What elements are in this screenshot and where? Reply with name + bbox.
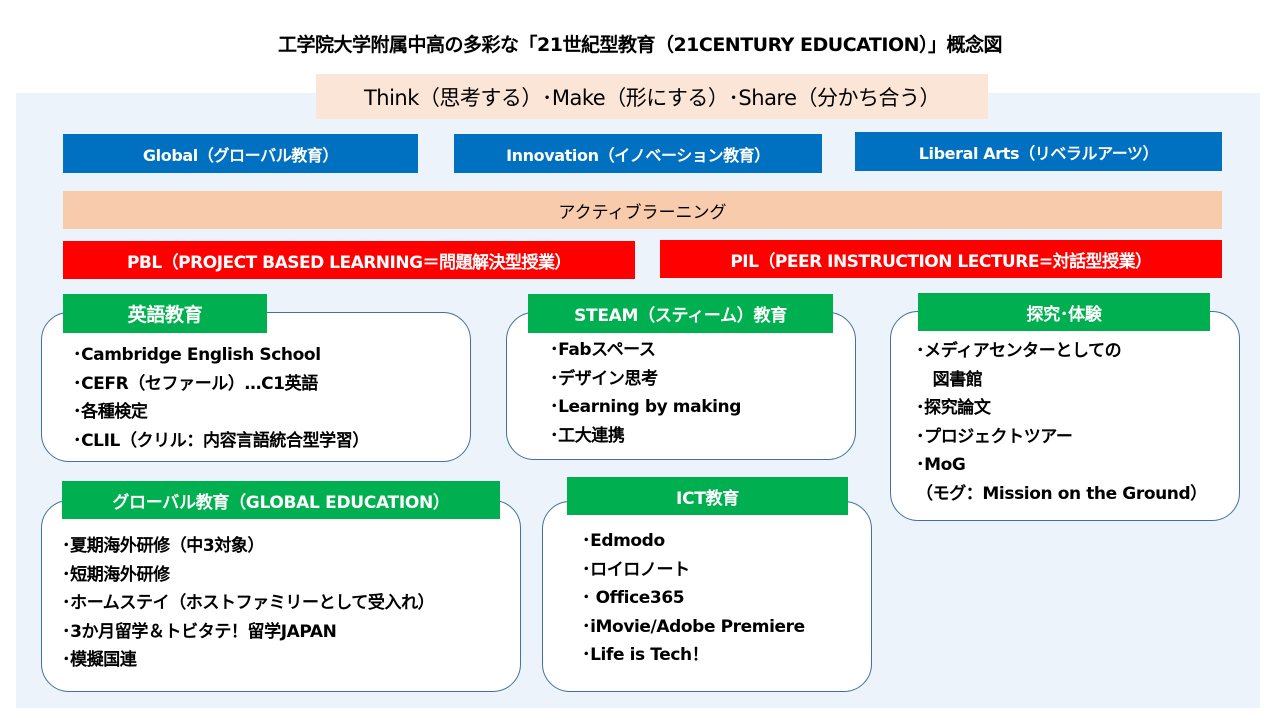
pillar-global: Global（グローバル教育）	[63, 134, 418, 173]
list-item: ･CLIL（クリル：内容言語統合型学習）	[73, 430, 369, 451]
diagram-title: 工学院大学附属中高の多彩な「21世紀型教育（21CENTURY EDUCATIO…	[278, 34, 1003, 56]
list-item: （モグ：Mission on the Ground）	[916, 483, 1207, 504]
list-item: ･MoG	[916, 455, 966, 475]
list-item: ･夏期海外研修（中3対象）	[62, 536, 265, 556]
list-item: ･iMovie/Adobe Premiere	[582, 616, 805, 637]
pillar-innovation: Innovation（イノベーション教育）	[454, 134, 822, 173]
english-card	[41, 312, 471, 462]
pil-box: PIL（PEER INSTRUCTION LECTURE=対話型授業）	[660, 240, 1222, 278]
global-education-list: ･夏期海外研修（中3対象） ･短期海外研修 ･ホームステイ（ホストファミリーとし…	[62, 532, 435, 675]
list-item: ･ロイロノート	[582, 559, 690, 580]
list-item: ･探究論文	[916, 398, 991, 418]
list-item: 図書館	[916, 369, 983, 390]
list-item: ･短期海外研修	[62, 564, 170, 585]
list-item: ･3か月留学＆トビタテ！留学JAPAN	[62, 621, 337, 642]
list-item: ･Cambridge English School	[73, 345, 321, 365]
english-list: ･Cambridge English School ･CEFR（セファール）…C…	[73, 341, 369, 455]
steam-card	[506, 312, 856, 460]
inquiry-list: ･メディアセンターとしての 図書館 ･探究論文 ･プロジェクトツアー ･MoG …	[916, 337, 1207, 508]
tagline-banner: Think（思考する）･Make（形にする）･Share（分かち合う）	[316, 74, 988, 119]
english-tab: 英語教育	[63, 294, 267, 333]
ict-card	[542, 501, 872, 692]
inquiry-card	[890, 311, 1240, 521]
list-item: ･ Office365	[582, 588, 685, 608]
list-item: ･メディアセンターとしての	[916, 341, 1122, 361]
list-item: ･各種検定	[73, 402, 148, 422]
list-item: ･Learning by making	[550, 397, 741, 417]
pillar-liberal-arts: Liberal Arts（リベラルアーツ）	[855, 132, 1222, 171]
list-item: ･デザイン思考	[550, 368, 658, 389]
list-item: ･Life is Tech！	[582, 645, 709, 665]
list-item: ･CEFR（セファール）…C1英語	[73, 373, 318, 394]
pbl-box: PBL（PROJECT BASED LEARNING＝問題解決型授業）	[63, 241, 635, 279]
inquiry-tab: 探究･体験	[918, 293, 1210, 331]
list-item: ･模擬国連	[62, 650, 137, 670]
list-item: ･Fabスペース	[550, 340, 656, 360]
list-item: ･工大連携	[550, 425, 625, 446]
ict-list: ･Edmodo ･ロイロノート ･ Office365 ･iMovie/Adob…	[582, 527, 805, 670]
active-learning-bar: アクティブラーニング	[63, 191, 1222, 229]
global-education-tab: グローバル教育（GLOBAL EDUCATION）	[62, 481, 500, 519]
list-item: ･Edmodo	[582, 531, 665, 551]
steam-tab: STEAM（スティーム）教育	[528, 294, 833, 333]
global-education-card	[41, 500, 521, 692]
steam-list: ･Fabスペース ･デザイン思考 ･Learning by making ･工大…	[550, 336, 741, 450]
ict-tab: ICT教育	[567, 477, 848, 515]
list-item: ･プロジェクトツアー	[916, 426, 1073, 447]
list-item: ･ホームステイ（ホストファミリーとして受入れ）	[62, 593, 435, 613]
